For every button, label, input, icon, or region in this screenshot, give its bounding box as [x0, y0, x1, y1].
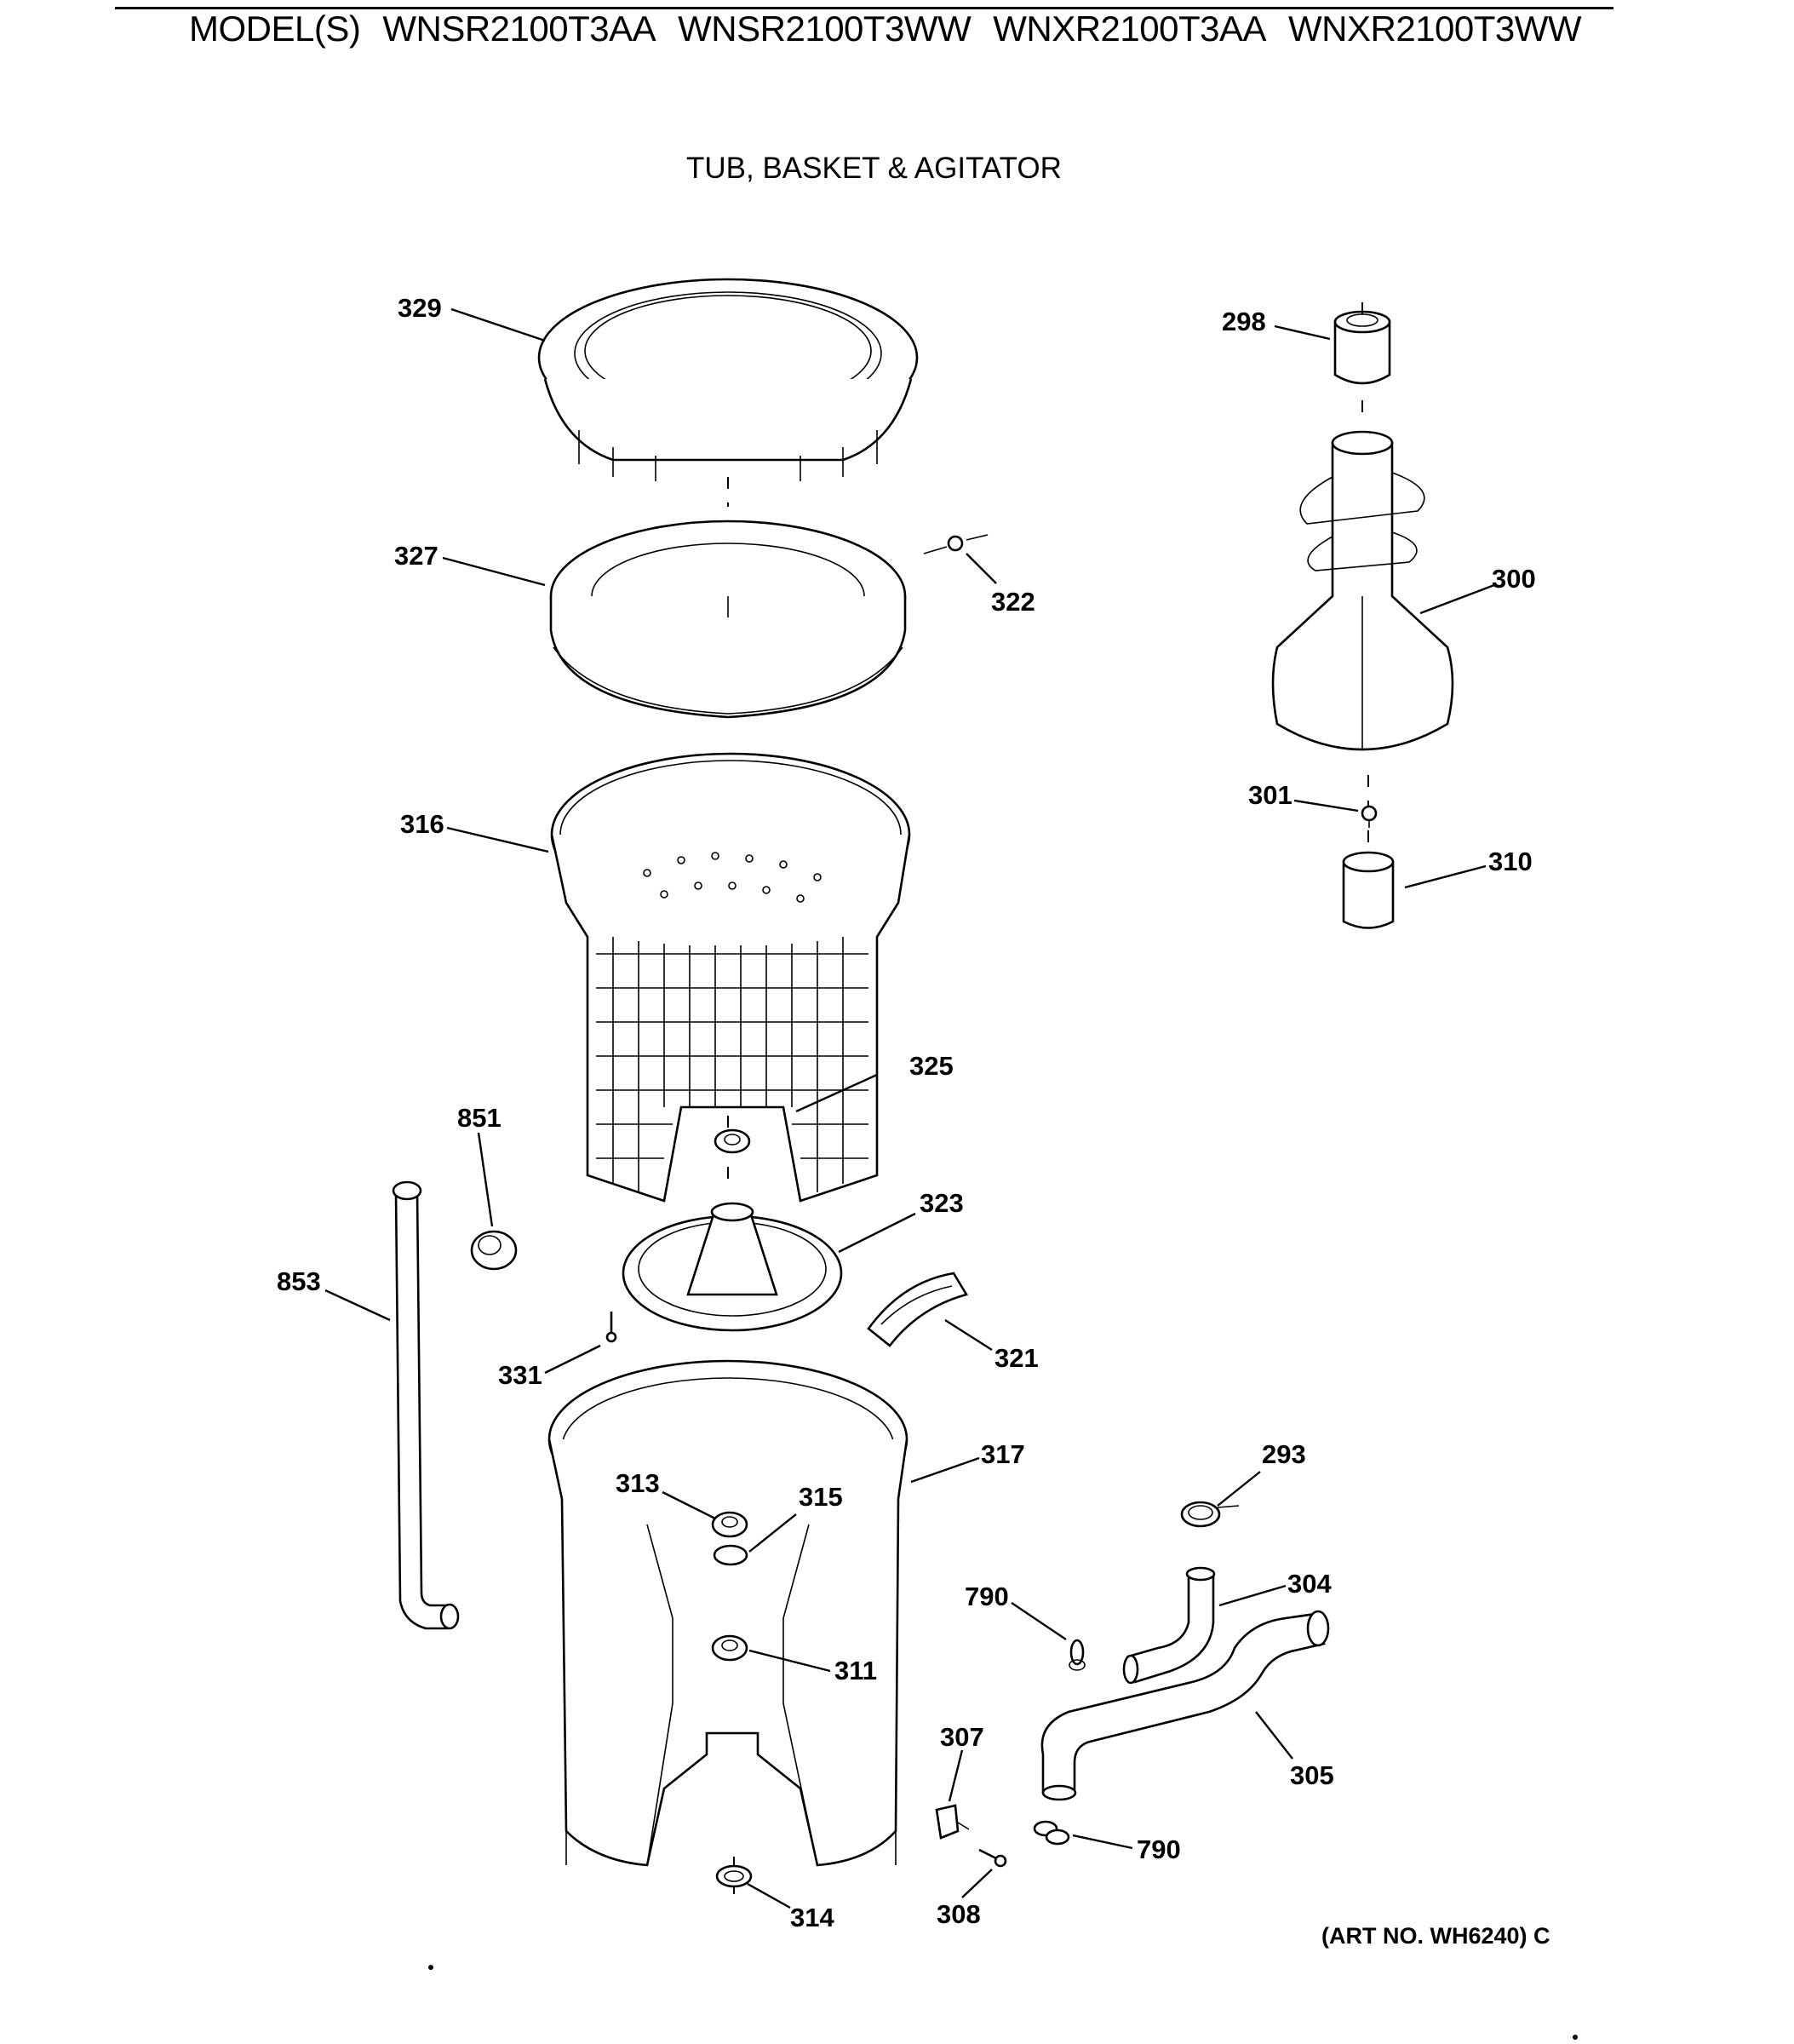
leader-line: [1218, 1584, 1287, 1607]
leader-line: [748, 1513, 797, 1553]
callout-304: 304: [1287, 1569, 1332, 1599]
callout-853: 853: [277, 1266, 321, 1296]
leader-line: [1419, 583, 1495, 615]
leader-line: [1255, 1711, 1293, 1760]
part-screw-331[interactable]: [605, 1312, 617, 1343]
part-agitator-cap[interactable]: [1333, 310, 1391, 385]
callout-313: 313: [616, 1468, 660, 1498]
part-washer-315[interactable]: [713, 1544, 748, 1566]
leader-line: [838, 1212, 916, 1254]
leader-line: [477, 1132, 494, 1227]
part-bracket-307[interactable]: [935, 1804, 970, 1840]
leader-line: [1274, 324, 1331, 341]
callout-323: 323: [920, 1188, 964, 1218]
part-seal-314[interactable]: [715, 1864, 753, 1888]
callout-790-bottom: 790: [1137, 1834, 1181, 1864]
part-clamp-293[interactable]: [1180, 1501, 1240, 1528]
model-list: MODEL(S) WNSR2100T3AA WNSR2100T3WW WNXR2100…: [189, 9, 1603, 49]
leader-line: [324, 1289, 391, 1322]
part-bearing-311[interactable]: [711, 1634, 748, 1662]
leader-line: [450, 307, 546, 342]
part-bolt-301[interactable]: [1361, 805, 1378, 828]
part-basket-nut[interactable]: [714, 1128, 751, 1154]
callout-322: 322: [991, 587, 1035, 617]
part-basket[interactable]: [550, 752, 911, 1203]
part-clip-790-top[interactable]: [1069, 1639, 1086, 1671]
callout-305: 305: [1290, 1760, 1334, 1790]
part-nut-313[interactable]: [711, 1511, 748, 1538]
part-hub[interactable]: [622, 1202, 843, 1332]
callout-314: 314: [790, 1903, 834, 1932]
part-filter[interactable]: [867, 1272, 968, 1347]
model-prefix: MODEL(S): [189, 9, 361, 49]
model-number: WNXR2100T3AA: [993, 9, 1267, 49]
callout-311: 311: [834, 1656, 877, 1685]
model-number: WNXR2100T3WW: [1288, 9, 1582, 49]
part-hose-304[interactable]: [1122, 1566, 1216, 1685]
stray-dot: [428, 1965, 433, 1970]
callout-293: 293: [1262, 1439, 1306, 1469]
callout-329: 329: [398, 293, 442, 323]
part-agitator[interactable]: [1271, 430, 1454, 751]
leader-line: [662, 1490, 716, 1520]
callout-325: 325: [909, 1051, 954, 1081]
leader-line: [1404, 864, 1487, 889]
agitator-axis: [1361, 302, 1369, 852]
leader-line: [1217, 1471, 1261, 1507]
callout-321: 321: [994, 1343, 1039, 1373]
header-rule: [115, 7, 1613, 9]
part-clip-790-bottom[interactable]: [1033, 1820, 1070, 1846]
part-pipe[interactable]: [392, 1180, 460, 1630]
model-number: WNSR2100T3WW: [678, 9, 972, 49]
part-hose-305[interactable]: [1040, 1610, 1330, 1801]
callout-307: 307: [940, 1722, 984, 1752]
leader-line: [1072, 1834, 1133, 1850]
callout-316: 316: [400, 809, 444, 839]
part-screw-308[interactable]: [978, 1848, 1007, 1868]
stray-dot: [1573, 2035, 1578, 2040]
leader-line: [948, 1749, 964, 1802]
leader-line: [1011, 1602, 1067, 1640]
leader-line: [1293, 799, 1359, 812]
part-screw-322[interactable]: [923, 534, 989, 554]
callout-790-top: 790: [965, 1582, 1009, 1611]
model-number: WNSR2100T3AA: [382, 9, 656, 49]
leader-line: [944, 1318, 993, 1352]
callout-331: 331: [498, 1360, 542, 1390]
callout-310: 310: [1488, 847, 1533, 876]
callout-851: 851: [457, 1103, 502, 1133]
part-outer-cover[interactable]: [537, 278, 919, 481]
callout-300: 300: [1492, 564, 1536, 594]
callout-327: 327: [394, 541, 438, 571]
part-knob[interactable]: [470, 1230, 518, 1271]
part-balance-ring[interactable]: [549, 520, 907, 719]
part-coupling[interactable]: [1342, 851, 1395, 929]
leader-line: [966, 553, 997, 584]
leader-line: [544, 1344, 601, 1375]
leader-line: [747, 1882, 791, 1909]
leader-line: [910, 1456, 980, 1484]
diagram-title: TUB, BASKET & AGITATOR: [686, 152, 1062, 185]
callout-301: 301: [1248, 780, 1292, 810]
leader-line: [446, 826, 549, 853]
leader-line: [442, 556, 546, 587]
part-outer-tub[interactable]: [547, 1359, 908, 1867]
leader-line: [961, 1869, 993, 1898]
callout-315: 315: [799, 1482, 843, 1512]
leader-line: [748, 1649, 831, 1673]
art-number: (ART NO. WH6240) C: [1321, 1923, 1550, 1949]
leader-line: [795, 1073, 878, 1113]
callout-298: 298: [1222, 307, 1266, 336]
callout-317: 317: [981, 1439, 1025, 1469]
callout-308: 308: [937, 1899, 981, 1929]
